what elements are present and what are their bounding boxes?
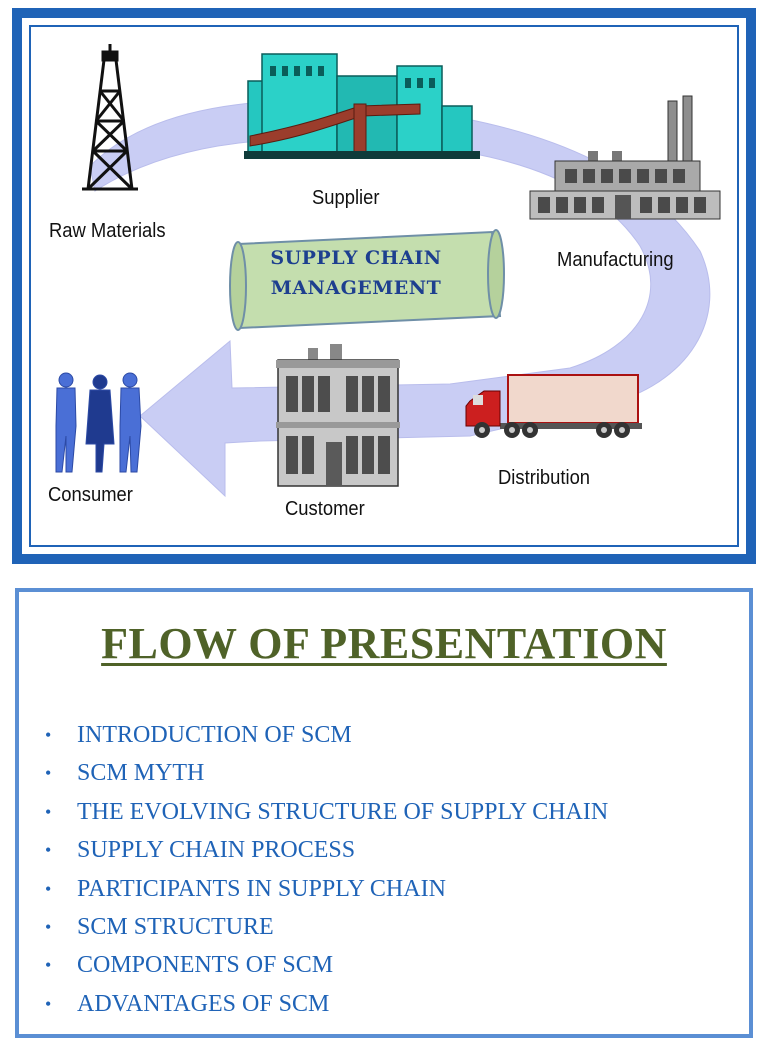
agenda-item-label: ADVANTAGES OF SCM <box>77 990 330 1017</box>
oil-derrick-icon <box>82 44 138 191</box>
agenda-item: • ADVANTAGES OF SCM <box>45 985 608 1023</box>
agenda-list: • INTRODUCTION OF SCM • SCM MYTH • THE EVOL… <box>45 716 608 1023</box>
bullet-icon: • <box>45 725 52 745</box>
label-supplier: Supplier <box>312 187 380 209</box>
bullet-icon: • <box>45 916 52 937</box>
agenda-item-label: COMPONENTS OF SCM <box>77 952 334 979</box>
flow-of-presentation-slide: FLOW OF PRESENTATION • INTRODUCTION OF SC… <box>15 588 753 1038</box>
agenda-item-label: SCM MYTH <box>77 760 205 787</box>
label-raw-materials: Raw Materials <box>49 220 166 242</box>
label-customer: Customer <box>285 498 365 520</box>
agenda-item-label: SCM STRUCTURE <box>77 913 274 940</box>
bullet-icon: • <box>45 955 52 976</box>
delivery-truck-icon <box>465 374 642 438</box>
label-manufacturing: Manufacturing <box>557 249 674 271</box>
agenda-item-label: PARTICIPANTS IN SUPPLY CHAIN <box>77 875 446 902</box>
agenda-item: • THE EVOLVING STRUCTURE OF SUPPLY CHAIN <box>45 793 608 831</box>
agenda-item-label: THE EVOLVING STRUCTURE OF SUPPLY CHAIN <box>77 798 609 825</box>
bullet-icon: • <box>45 763 52 784</box>
bullet-icon: • <box>45 878 52 899</box>
slide-title: FLOW OF PRESENTATION <box>101 619 667 668</box>
scroll-banner <box>229 229 505 331</box>
agenda-item-label: SUPPLY CHAIN PROCESS <box>77 837 356 864</box>
factory-icon <box>529 95 721 220</box>
agenda-item: • PARTICIPANTS IN SUPPLY CHAIN <box>45 870 608 908</box>
agenda-item: • SCM MYTH <box>45 754 608 792</box>
agenda-item: • INTRODUCTION OF SCM <box>45 716 608 754</box>
slide-frame: Raw Materials Supplier Manufacturing Dis… <box>22 18 746 554</box>
agenda-item: • COMPONENTS OF SCM <box>45 946 608 984</box>
supply-chain-diagram <box>55 44 721 498</box>
supply-chain-slide: Raw Materials Supplier Manufacturing Dis… <box>12 8 756 564</box>
scroll-title-line1: SUPPLY CHAIN <box>270 247 442 269</box>
label-consumer: Consumer <box>48 484 133 506</box>
agenda-item: • SCM STRUCTURE <box>45 908 608 946</box>
bullet-icon: • <box>45 993 52 1014</box>
agenda-item: • SUPPLY CHAIN PROCESS <box>45 831 608 869</box>
scroll-title-line2: MANAGEMENT <box>270 277 442 299</box>
label-distribution: Distribution <box>498 467 591 489</box>
scroll-title: SUPPLY CHAIN MANAGEMENT <box>236 243 476 303</box>
supplier-plant-icon <box>244 53 480 159</box>
bullet-icon: • <box>45 840 52 861</box>
diagram-canvas: Raw Materials Supplier Manufacturing Dis… <box>29 25 739 547</box>
consumers-people-icon <box>55 372 142 473</box>
agenda-item-label: INTRODUCTION OF SCM <box>77 722 352 748</box>
bullet-icon: • <box>45 801 52 822</box>
customer-building-icon <box>276 344 400 487</box>
